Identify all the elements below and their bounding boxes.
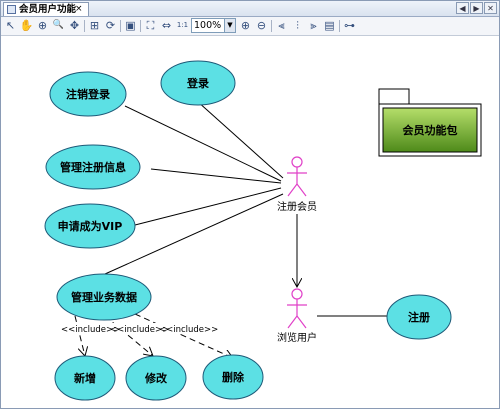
include-dependencies <box>74 313 233 358</box>
fit-width-icon[interactable]: ⇔ <box>161 19 172 32</box>
tree-icon[interactable]: ⊶ <box>344 19 355 32</box>
include-label: <<include>> <box>110 325 169 335</box>
toolbar-separator <box>140 20 141 32</box>
usecase-manage-business-data[interactable]: 管理业务数据 <box>56 273 152 321</box>
close-window-icon[interactable]: ✕ <box>484 2 497 14</box>
zoom-out-icon[interactable]: ⊖ <box>256 19 267 32</box>
align-right-icon[interactable]: ⫸ <box>310 19 317 32</box>
toolbar: ↖ ✋ ⊕ 🔍 ✥ ⊞ ⟳ ▣ ⛶ ⇔ 1:1 100% ▼ ⊕ ⊖ ⫷ ⫶ ⫸… <box>1 17 499 36</box>
include-label: <<include>> <box>61 325 120 335</box>
tab-bar: 会员用户功能 × ◀ ▶ ✕ <box>1 1 499 17</box>
diagram-icon <box>7 5 16 14</box>
actor-visitor[interactable] <box>287 288 307 329</box>
usecase-add[interactable]: 新增 <box>54 355 116 401</box>
zoom-select[interactable]: 100% ▼ <box>191 18 236 33</box>
usecase-manage-registration-info[interactable]: 管理注册信息 <box>45 144 141 190</box>
toolbar-separator <box>271 20 272 32</box>
usecase-label: 管理业务数据 <box>71 290 137 304</box>
include-label-bg <box>59 323 209 334</box>
move-icon[interactable]: ✥ <box>69 19 80 32</box>
usecase-label: 注销登录 <box>66 87 110 101</box>
usecase-label: 申请成为VIP <box>58 219 123 233</box>
package-label: 会员功能包 <box>403 123 458 137</box>
tab-label: 会员用户功能 <box>19 4 77 15</box>
zoom-region-icon[interactable]: ⊕ <box>37 19 48 32</box>
usecase-label: 修改 <box>144 371 168 385</box>
layout-icon[interactable]: ▤ <box>324 19 335 32</box>
fit-page-icon[interactable]: ⛶ <box>146 19 155 32</box>
diagram-canvas[interactable]: <<include>> <<include>> <<include>> 注销登录… <box>1 36 499 408</box>
usecase-login[interactable]: 登录 <box>160 60 236 106</box>
hand-tool-icon[interactable]: ✋ <box>19 19 34 32</box>
usecase-diagram: <<include>> <<include>> <<include>> 注销登录… <box>44 60 482 401</box>
actor-label: 注册会员 <box>277 200 317 213</box>
scroll-right-icon[interactable]: ▶ <box>470 2 483 14</box>
include-label: <<include>> <box>159 325 218 335</box>
export-icon[interactable]: ▣ <box>125 19 136 32</box>
usecase-apply-vip[interactable]: 申请成为VIP <box>44 203 136 249</box>
usecase-modify[interactable]: 修改 <box>125 355 187 401</box>
usecase-label: 注册 <box>408 310 430 324</box>
zoom-value: 100% <box>194 20 222 31</box>
package-member-functions[interactable]: 会员功能包 <box>378 88 482 157</box>
association-lines <box>104 100 389 317</box>
tab-nav: ◀ ▶ ✕ <box>456 2 497 15</box>
usecase-register[interactable]: 注册 <box>386 294 452 340</box>
tab-member-functions[interactable]: 会员用户功能 × <box>3 2 89 16</box>
actor-registered-member[interactable] <box>287 156 307 197</box>
select-tool-icon[interactable]: ↖ <box>5 19 16 32</box>
usecase-delete[interactable]: 删除 <box>202 354 264 400</box>
actor-label: 浏览用户 <box>277 331 317 344</box>
toolbar-separator <box>84 20 85 32</box>
refresh-icon[interactable]: ⟳ <box>105 19 116 32</box>
zoom-in-icon[interactable]: ⊕ <box>240 19 251 32</box>
zoom-in-page-icon[interactable]: ⊞ <box>89 19 100 32</box>
align-center-icon[interactable]: ⫶ <box>296 19 299 32</box>
usecase-label: 删除 <box>222 370 245 384</box>
usecase-label: 管理注册信息 <box>60 160 126 174</box>
actual-size-icon[interactable]: 1:1 <box>176 21 189 29</box>
usecase-label: 新增 <box>74 371 96 385</box>
usecase-cancel-login[interactable]: 注销登录 <box>49 71 127 117</box>
tab-close-icon[interactable]: × <box>75 4 83 14</box>
align-left-icon[interactable]: ⫷ <box>278 19 285 32</box>
usecase-label: 登录 <box>186 76 209 90</box>
toolbar-separator <box>120 20 121 32</box>
magnifier-icon[interactable]: 🔍 <box>52 20 65 30</box>
chevron-down-icon[interactable]: ▼ <box>224 19 235 32</box>
scroll-left-icon[interactable]: ◀ <box>456 2 469 14</box>
toolbar-separator <box>339 20 340 32</box>
